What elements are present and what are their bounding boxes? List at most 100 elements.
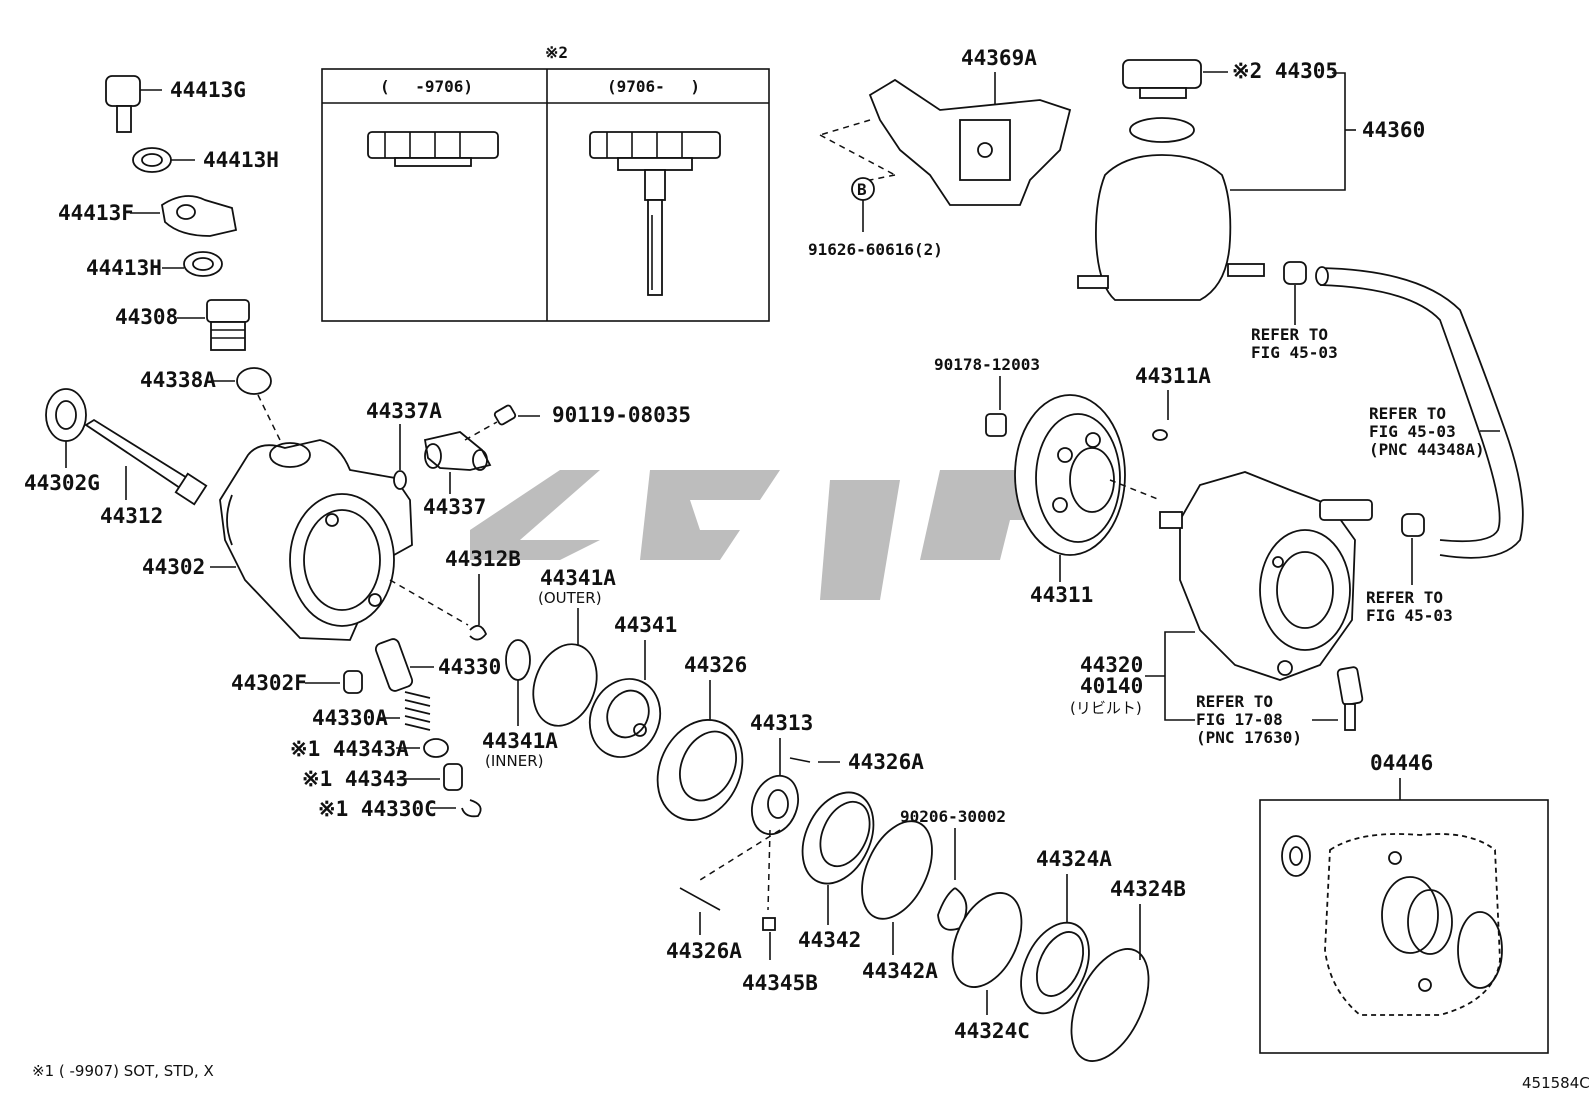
plug-44343 <box>397 763 463 791</box>
ref2-line3: (PNC 44348A) <box>1369 440 1485 459</box>
ref2-line1: REFER TO <box>1369 404 1446 423</box>
union-44337 <box>423 431 492 494</box>
label-44312B: 44312B <box>445 547 521 571</box>
pump-housing-44302 <box>210 439 413 641</box>
fitting-44308 <box>177 299 250 351</box>
ref-note-2: REFER TO FIG 45-03 (PNC 44348A) <box>1369 404 1500 459</box>
ref1-line2: FIG 45-03 <box>1251 343 1338 362</box>
reservoir-tank <box>1077 117 1265 301</box>
label-44337A: 44337A <box>366 399 442 423</box>
side-plate-44341 <box>588 640 662 758</box>
inset-left-header: ( -9706) <box>380 77 473 96</box>
label-44413H-top: 44413H <box>203 148 279 172</box>
pressure-switch <box>1336 666 1364 731</box>
label-rebuilt: (リビルト) <box>1070 699 1142 717</box>
label-90119-08035: 90119-08035 <box>552 403 691 427</box>
bolt-44413G <box>105 75 162 133</box>
label-outer-note: (OUTER) <box>538 589 602 607</box>
new-cap-with-dipstick-icon <box>589 131 721 296</box>
hose-clamp-bottom <box>1401 513 1425 585</box>
label-44326A-right: 44326A <box>848 750 924 774</box>
ref4-line2: FIG 17-08 <box>1196 710 1283 729</box>
callout-b-circle: B <box>851 177 875 232</box>
label-90178-12003: 90178-12003 <box>934 355 1040 374</box>
diagram-code: 451584C <box>1522 1074 1590 1092</box>
inset-mark: ※2 <box>545 43 568 62</box>
label-44413F: 44413F <box>58 201 134 225</box>
label-44324C: 44324C <box>954 1019 1030 1043</box>
nut-90178-12003 <box>985 376 1007 437</box>
label-44343: ※1 44343 <box>302 767 408 791</box>
snap-ring-44324B <box>1070 904 1150 1062</box>
rotor-44313 <box>751 738 799 836</box>
label-90206-30002: 90206-30002 <box>900 807 1006 826</box>
spring-44330A <box>378 691 431 731</box>
pulley-44311 <box>1014 394 1126 582</box>
label-44330: 44330 <box>438 655 501 679</box>
label-44302F: 44302F <box>231 671 307 695</box>
o-ring-44324C <box>951 892 1023 1015</box>
ref3-line2: FIG 45-03 <box>1366 606 1453 625</box>
washer-44413H-top <box>132 147 195 173</box>
snap-ring-44330C <box>430 799 482 818</box>
label-44326A-bottom: 44326A <box>666 939 742 963</box>
label-44313: 44313 <box>750 711 813 735</box>
label-44312: 44312 <box>100 504 163 528</box>
ref3-line1: REFER TO <box>1366 588 1443 607</box>
oil-seal-44302G <box>45 388 87 468</box>
washer-44413H-bottom <box>162 251 223 277</box>
label-44343A: ※1 44343A <box>290 737 409 761</box>
label-44330C: ※1 44330C <box>318 797 437 821</box>
inset-right-header: (9706- ) <box>607 77 700 96</box>
return-hose <box>1315 266 1524 559</box>
snap-ring-44312B <box>469 574 488 641</box>
hose-clamp-top <box>1283 261 1307 325</box>
label-04446: 04446 <box>1370 751 1433 775</box>
cam-ring-44326 <box>656 680 744 821</box>
label-44338A: 44338A <box>140 368 216 392</box>
label-44337: 44337 <box>423 495 486 519</box>
label-44311: 44311 <box>1030 583 1093 607</box>
shaft-44312 <box>84 418 208 506</box>
vane-44326A-right <box>789 757 840 763</box>
o-ring-44342A <box>861 820 933 955</box>
bolt-90119-08035 <box>464 404 540 441</box>
cap-variant-inset: ※2 ( -9706) (9706- ) <box>321 43 770 322</box>
label-inner-note: (INNER) <box>485 752 543 770</box>
label-40140: 40140 <box>1080 674 1143 698</box>
label-44302G: 44302G <box>24 471 100 495</box>
cap-44305 <box>1122 59 1228 99</box>
label-44413H-bottom: 44413H <box>86 256 162 280</box>
o-ring-44338A <box>212 367 272 395</box>
label-44324B: 44324B <box>1110 877 1186 901</box>
label-44413G: 44413G <box>170 78 246 102</box>
label-91626-60616: 91626-60616(2) <box>808 240 943 259</box>
callout-b-letter: B <box>857 180 867 199</box>
label-44341A-inner: 44341A <box>482 729 558 753</box>
label-44326: 44326 <box>684 653 747 677</box>
ref-note-1: REFER TO FIG 45-03 <box>1251 325 1338 362</box>
label-44341A-outer: 44341A <box>540 566 616 590</box>
footnote: ※1 ( -9907) SOT, STD, X <box>32 1062 214 1080</box>
repair-kit-04446 <box>1259 799 1549 1054</box>
label-44302: 44302 <box>142 555 205 579</box>
label-44311A: 44311A <box>1135 364 1211 388</box>
pump-assembly-44320 <box>1159 471 1373 681</box>
old-cap-icon <box>367 131 499 167</box>
ref2-line2: FIG 45-03 <box>1369 422 1456 441</box>
bracket-44369A <box>868 78 1072 206</box>
ref4-line1: REFER TO <box>1196 692 1273 711</box>
label-44369A: 44369A <box>961 46 1037 70</box>
o-ring-44341A-outer <box>532 608 598 727</box>
label-44320: 44320 <box>1080 653 1143 677</box>
ref-note-4: REFER TO FIG 17-08 (PNC 17630) <box>1196 692 1338 747</box>
valve-44330 <box>374 638 434 692</box>
label-44360: 44360 <box>1362 118 1425 142</box>
ref4-line3: (PNC 17630) <box>1196 728 1302 747</box>
pressure-plate-44342 <box>801 791 875 925</box>
seal-ring-44324A <box>1020 874 1090 1015</box>
label-44324A: 44324A <box>1036 847 1112 871</box>
label-44341: 44341 <box>614 613 677 637</box>
pin-44345B <box>762 917 776 960</box>
